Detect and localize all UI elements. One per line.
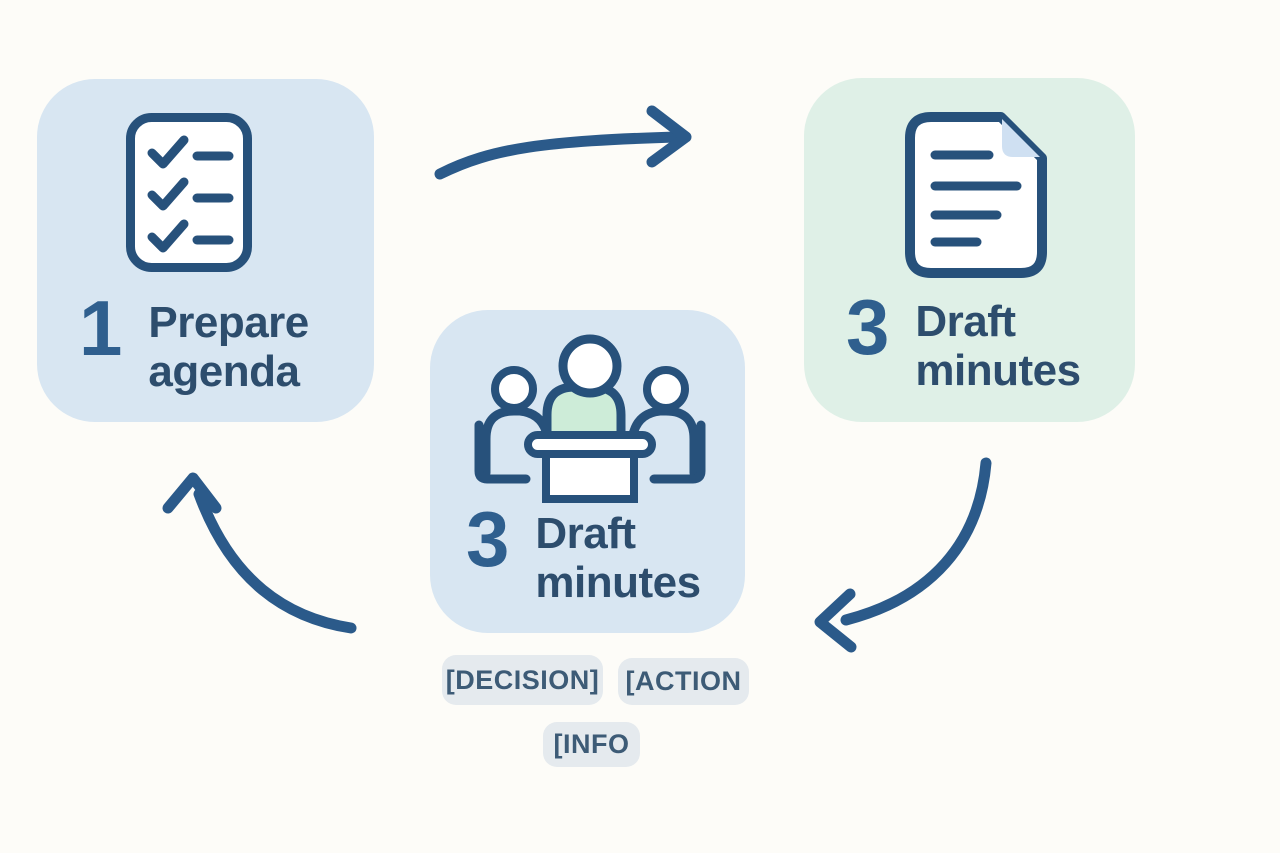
step-number: 3 xyxy=(846,283,890,371)
tag-action: [ACTION xyxy=(618,658,749,705)
arrow-right-icon xyxy=(814,457,992,653)
step-label: Draft minutes xyxy=(535,509,701,607)
document-icon xyxy=(905,112,1047,278)
arrow-left-icon xyxy=(162,472,357,634)
step-number: 1 xyxy=(79,284,123,372)
arrow-top-icon xyxy=(434,105,692,180)
step-number: 3 xyxy=(466,495,510,583)
step-label: Prepare agenda xyxy=(148,298,309,396)
checklist-icon xyxy=(126,113,252,272)
step-label: Draft minutes xyxy=(915,297,1081,395)
meeting-table-icon xyxy=(474,334,706,503)
step-card-draft-minutes-doc: 3 Draft minutes xyxy=(804,78,1135,422)
tag-info: [INFO xyxy=(543,722,640,767)
step-card-draft-minutes-meeting: 3 Draft minutes xyxy=(430,310,745,633)
step-card-prepare-agenda: 1 Prepare agenda xyxy=(37,79,374,422)
tag-decision: [DECISION] xyxy=(442,655,603,705)
